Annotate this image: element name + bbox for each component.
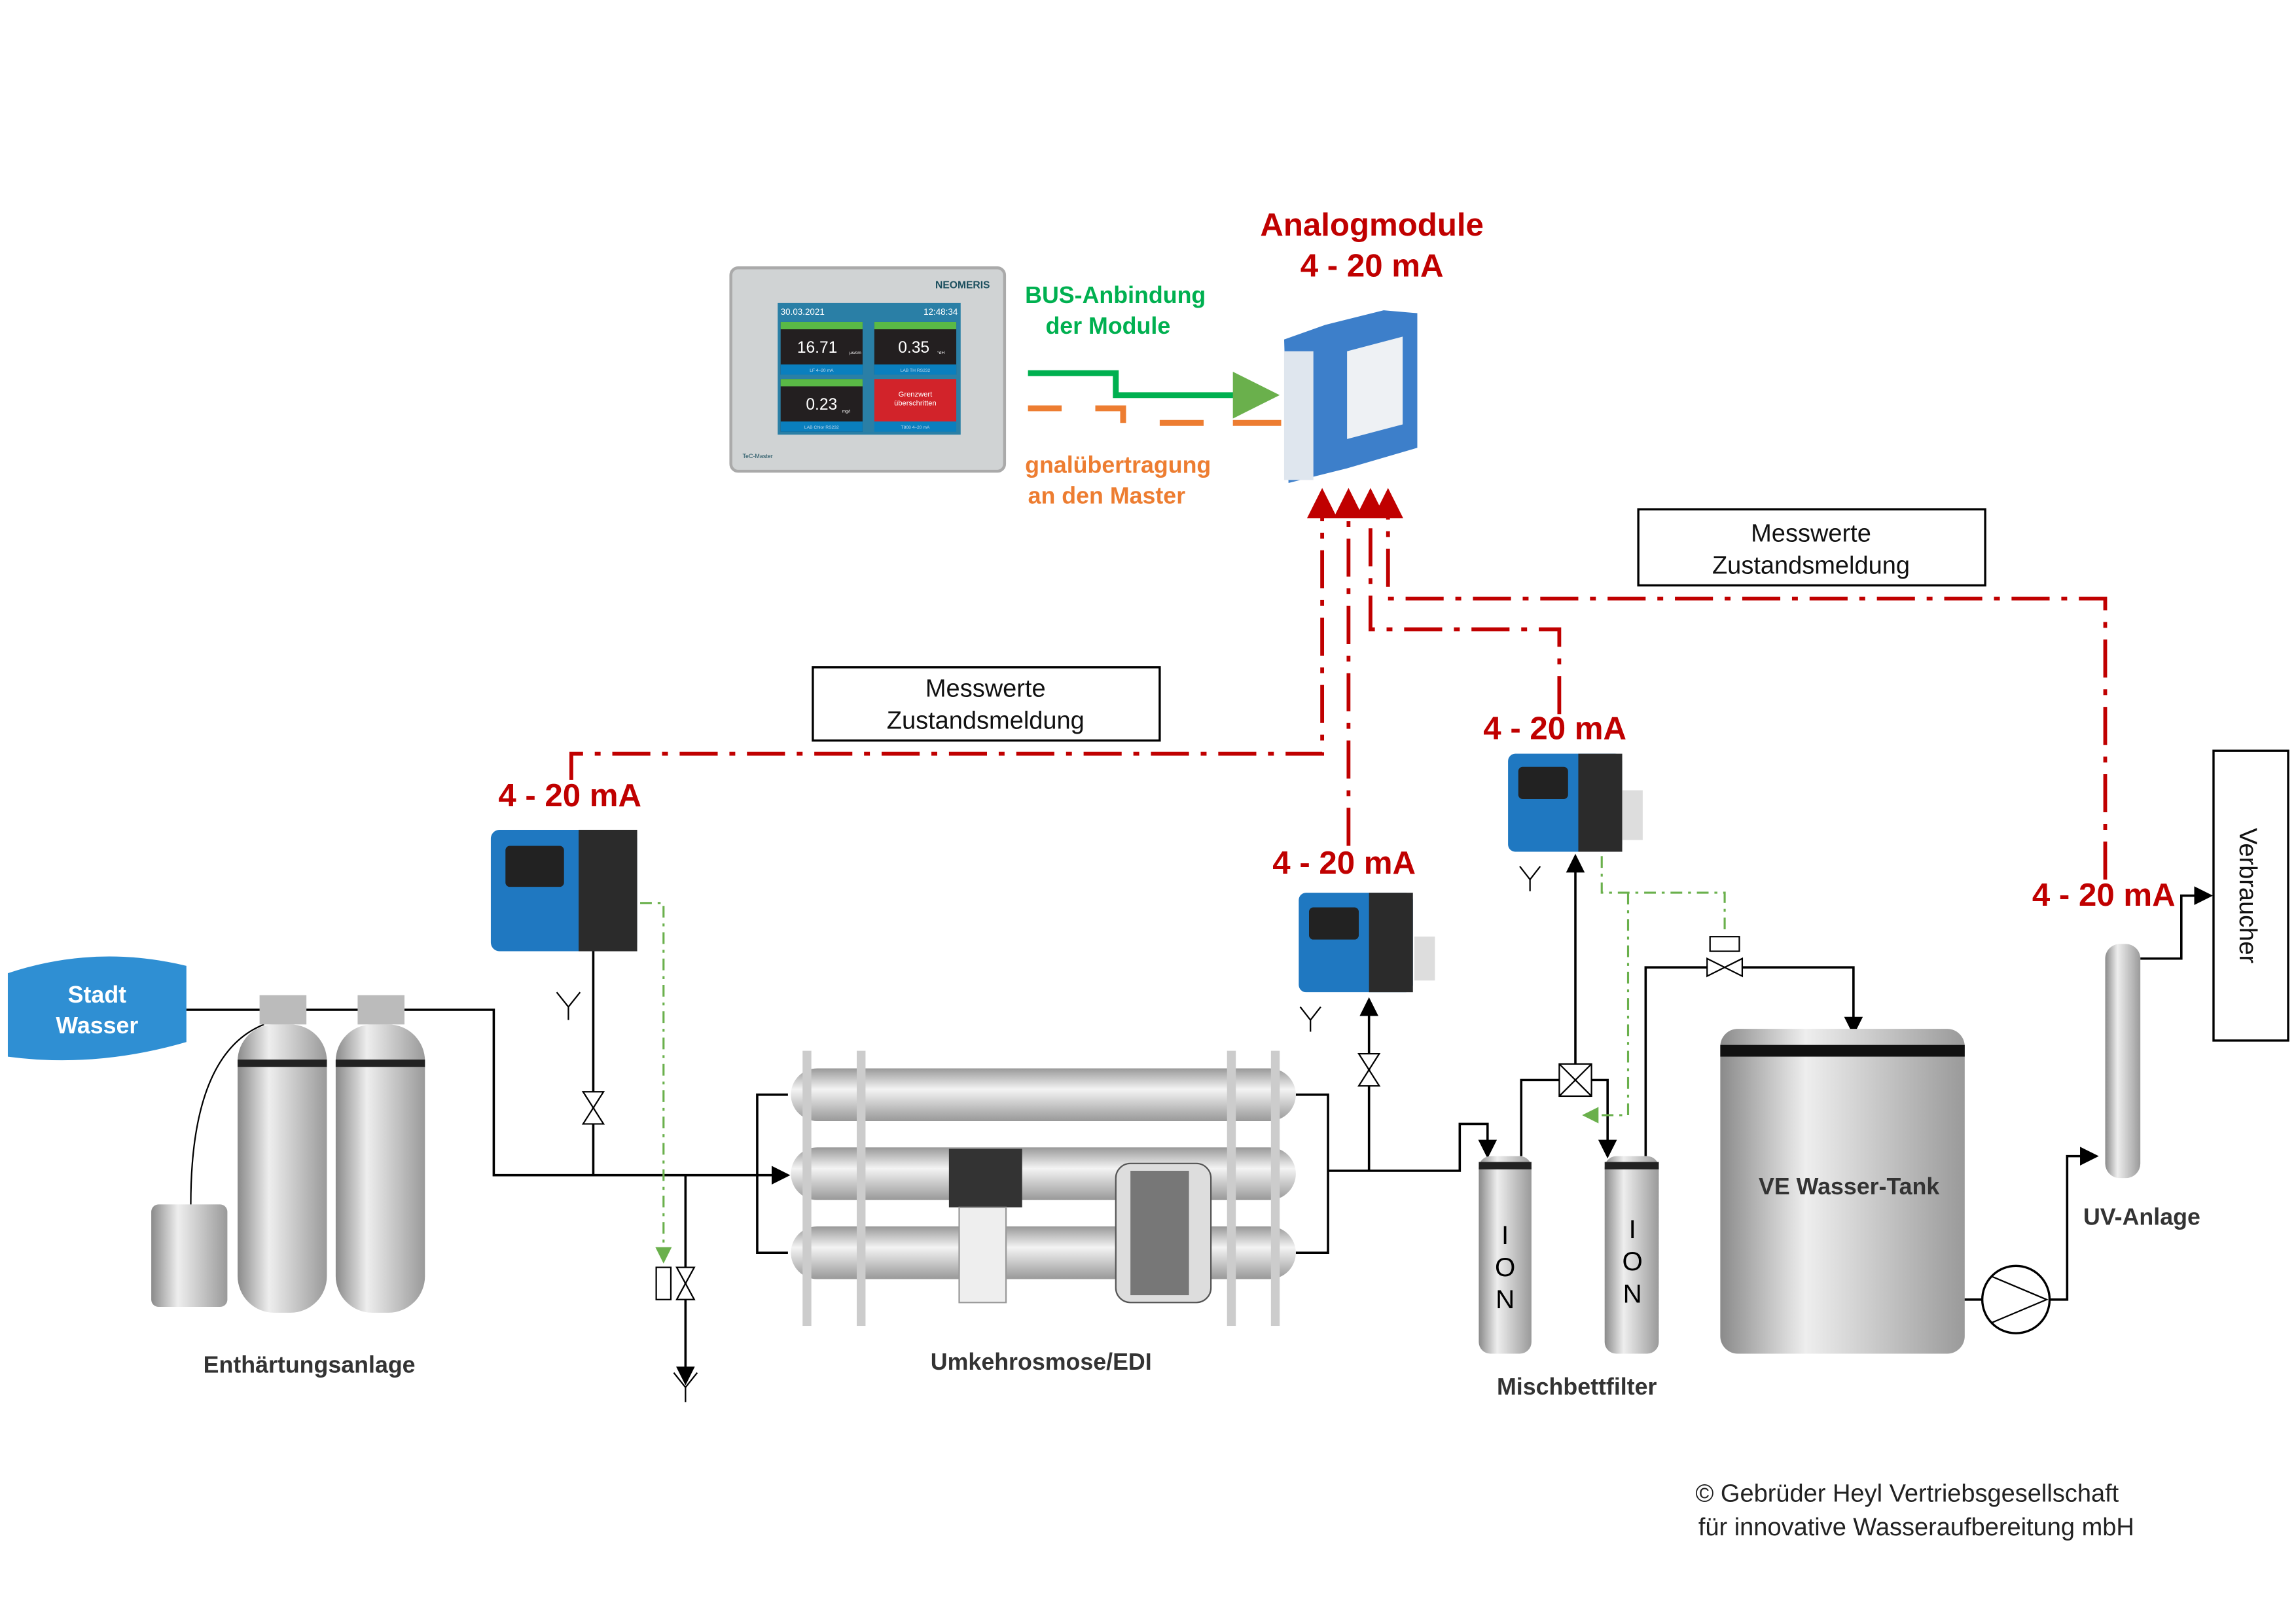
ve-water-tank: VE Wasser-Tank (1720, 1029, 1965, 1354)
tile-4-alarm[interactable]: Grenzwert überschritten T808 4–20 mA (874, 379, 957, 432)
messwerte-box-1: Messwerte Zustandsmeldung (812, 666, 1161, 742)
motor-valve-icon[interactable] (1558, 1063, 1592, 1097)
bus-line (1028, 370, 1280, 419)
signal-label: gnalübertragung (1025, 452, 1211, 478)
control-line-1 (640, 902, 672, 1264)
svg-text:O: O (1623, 1247, 1643, 1276)
svg-text:Messwerte: Messwerte (1751, 520, 1871, 547)
tile-value: 0.23 (806, 396, 837, 414)
svg-text:Zustandsmeldung: Zustandsmeldung (887, 707, 1085, 735)
ro-edi-unit (791, 1050, 1296, 1327)
current-label-4: 4 - 20 mA (2032, 877, 2176, 913)
mixed-bed-filter-1: ION (1479, 1156, 1532, 1354)
tile-unit: mg/l (842, 410, 851, 414)
tile-label: T808 4–20 mA (901, 425, 929, 430)
softener-label: Enthärtungsanlage (204, 1352, 416, 1378)
valve-icon[interactable] (1357, 1052, 1381, 1087)
copyright-2: für innovative Wasseraufbereitung mbH (1698, 1514, 2134, 1541)
tile-1[interactable]: 16.71 µs/cm LF 4–20 mA (780, 321, 863, 375)
svg-text:I: I (1501, 1221, 1509, 1250)
tile-label: LF 4–20 mA (810, 368, 834, 373)
solenoid-valve-icon[interactable] (655, 1266, 696, 1300)
signal-line-controller-1 (569, 488, 1338, 780)
alarm-text: überschritten (894, 399, 937, 407)
brand-logo: NEOMERIS (935, 280, 990, 291)
signal-line-controller-3 (1355, 488, 1562, 715)
analog-module-device (1283, 310, 1418, 483)
messwerte-box-2: Messwerte Zustandsmeldung (1637, 508, 1986, 587)
signal-label-2: an den Master (1028, 482, 1186, 508)
svg-text:O: O (1495, 1253, 1515, 1282)
current-label-1: 4 - 20 mA (498, 777, 641, 813)
alarm-text: Grenzwert (899, 391, 933, 399)
drain-icon (556, 866, 1541, 1402)
svg-text:N: N (1623, 1279, 1642, 1308)
svg-text:Stadt: Stadt (68, 982, 127, 1008)
city-water-source: Stadt Wasser (7, 956, 187, 1061)
svg-text:VE Wasser-Tank: VE Wasser-Tank (1759, 1173, 1939, 1200)
consumer-pipe (2140, 886, 2214, 960)
svg-text:N: N (1496, 1285, 1515, 1314)
ro-outlet (1295, 1093, 1488, 1255)
current-label-2: 4 - 20 mA (1272, 845, 1416, 881)
screen-date: 30.03.2021 (781, 307, 825, 317)
current-label-3: 4 - 20 mA (1483, 710, 1626, 746)
controller-1 (490, 829, 637, 952)
tile-label: LAB TH RS232 (901, 368, 931, 373)
uv-label: UV-Anlage (2083, 1204, 2200, 1230)
svg-text:Zustandsmeldung: Zustandsmeldung (1712, 552, 1910, 580)
pump-icon[interactable] (1981, 1264, 2051, 1334)
pump-pipe (1962, 1156, 2096, 1301)
solenoid-valve-icon[interactable] (1706, 936, 1744, 978)
control-line-2 (1584, 856, 1726, 1115)
tile-value: 0.35 (898, 339, 929, 357)
svg-text:Wasser: Wasser (56, 1012, 138, 1039)
svg-text:Messwerte: Messwerte (925, 675, 1046, 702)
analog-module-range: 4 - 20 mA (1300, 248, 1444, 284)
ro-label: Umkehrosmose/EDI (931, 1349, 1152, 1375)
tile-label: LAB Chlor RS232 (804, 425, 839, 430)
svg-text:Verbraucher: Verbraucher (2234, 828, 2261, 963)
consumer-box: Verbraucher (2212, 749, 2289, 1042)
svg-text:I: I (1629, 1215, 1636, 1244)
tile-unit: µs/cm (850, 351, 861, 355)
tec-master-panel: NEOMERIS 30.03.2021 12:48:34 16.71 µs/cm… (729, 266, 1007, 473)
signal-line-uv (1372, 488, 2108, 880)
controller-2 (1299, 893, 1435, 993)
bus-label-2: der Module (1045, 313, 1170, 339)
signal-line (1028, 405, 1282, 426)
tank-inlet (1644, 966, 1854, 1156)
mixed-bed-filter-2: ION (1604, 1156, 1659, 1354)
mixed-bed-label: Mischbettfilter (1497, 1374, 1657, 1400)
model-label: TeC-Master (743, 453, 773, 459)
copyright: © Gebrüder Heyl Vertriebsgesellschaft (1695, 1480, 2119, 1507)
tile-2[interactable]: 0.35 °dH LAB TH RS232 (874, 321, 957, 375)
tile-unit: °dH (937, 350, 944, 355)
controller-3 (1508, 753, 1643, 852)
ro-inlet (756, 1093, 788, 1255)
analog-module-title: Analogmodule (1260, 207, 1484, 243)
feed-pipe (186, 1008, 791, 1185)
valve-icon[interactable] (581, 1091, 605, 1125)
bus-label: BUS-Anbindung (1025, 282, 1206, 308)
softener-unit (151, 995, 425, 1313)
screen-time: 12:48:34 (924, 307, 958, 317)
mixed-bed-link (1520, 1079, 1607, 1156)
tile-value: 16.71 (797, 339, 838, 357)
uv-unit (2105, 944, 2141, 1179)
tile-3[interactable]: 0.23 mg/l LAB Chlor RS232 (780, 379, 863, 432)
